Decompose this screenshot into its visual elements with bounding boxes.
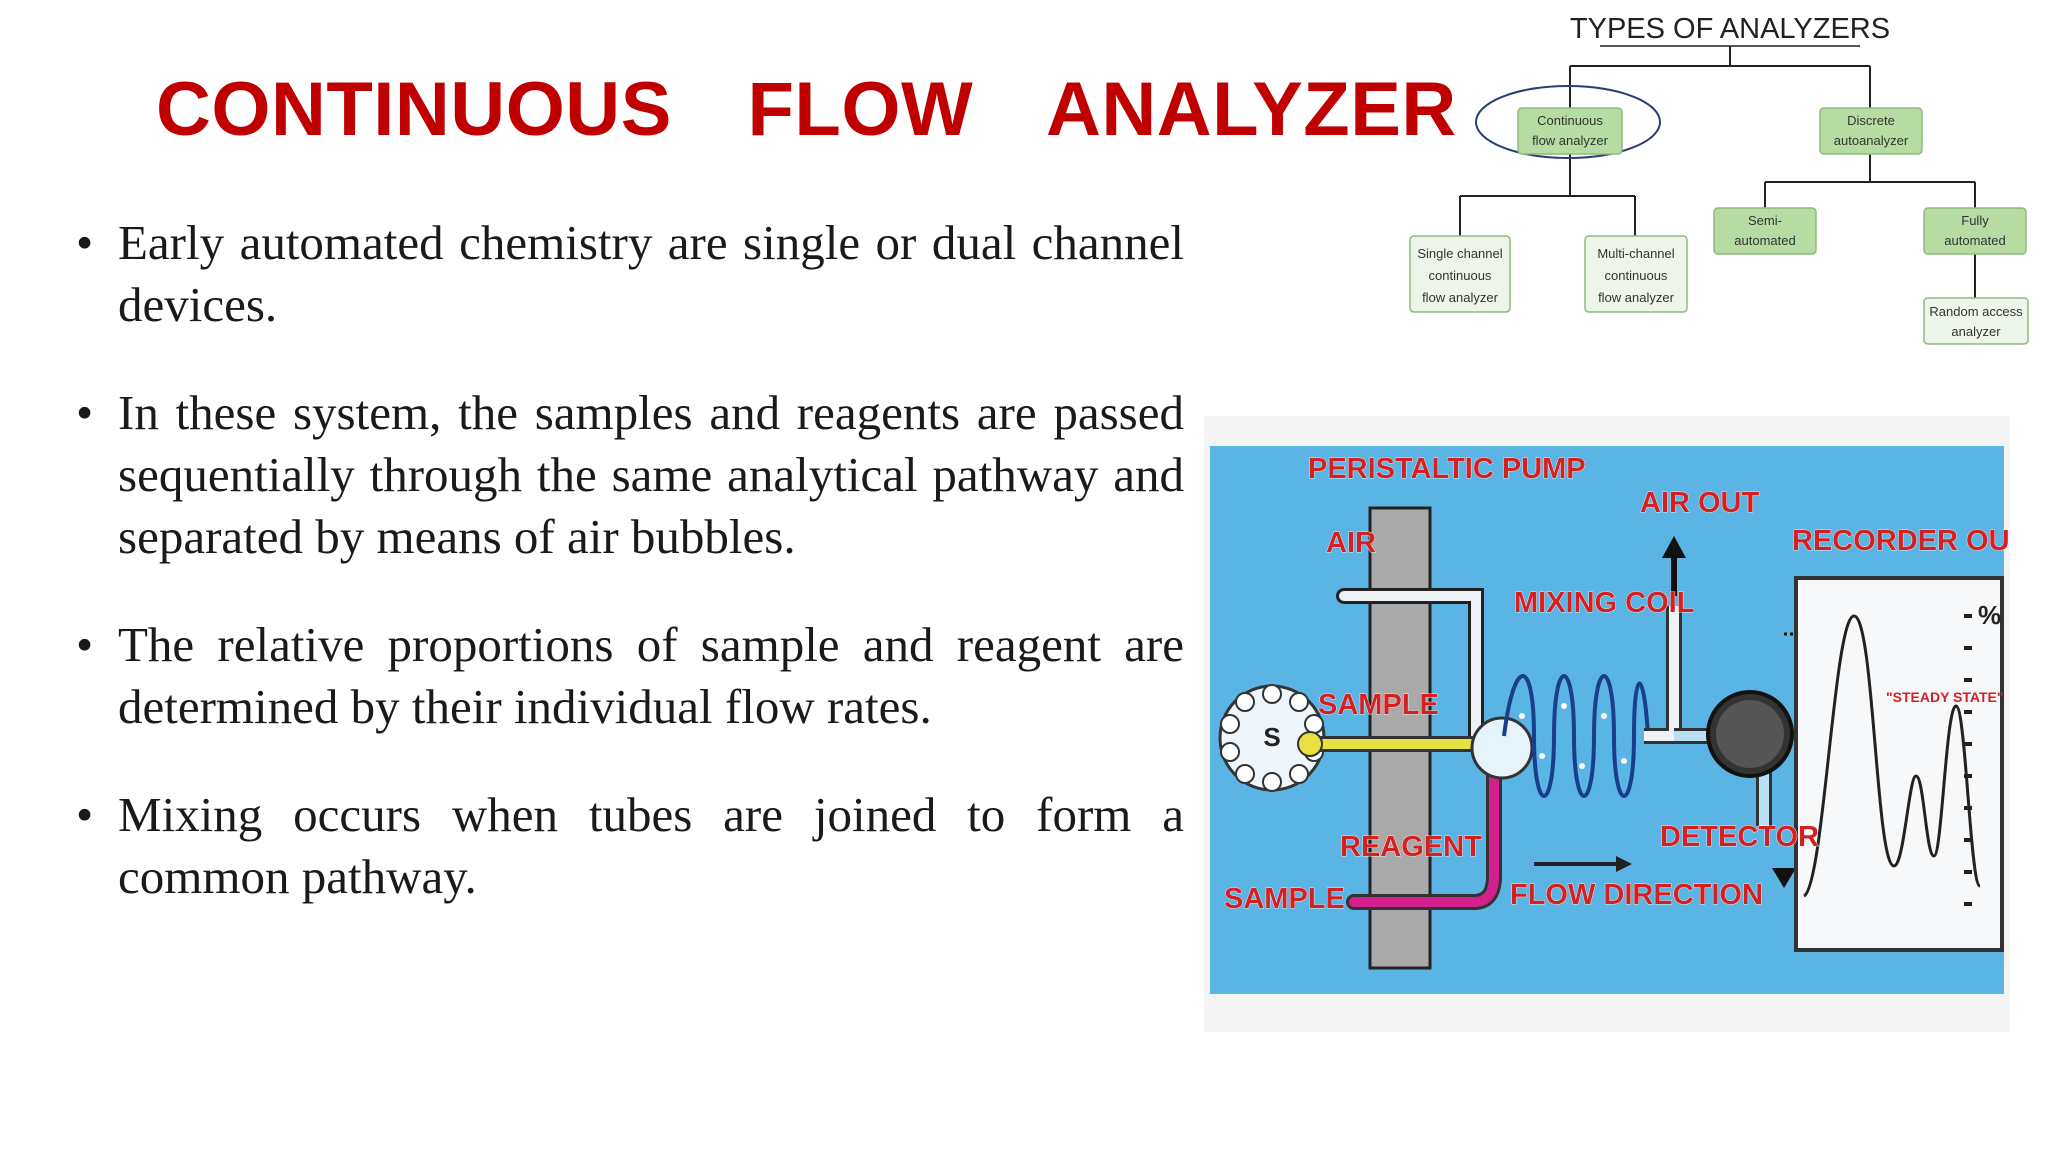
- slide-title: CONTINUOUS FLOW ANALYZER: [156, 67, 1457, 152]
- detector-label: DETECTOR: [1660, 821, 1819, 853]
- svg-text:flow analyzer: flow analyzer: [1422, 290, 1499, 305]
- node-discrete: Discrete autoanalyzer: [1819, 107, 1923, 155]
- sampler-label: SAMPLE: [1224, 883, 1345, 915]
- svg-text:Single channel: Single channel: [1417, 246, 1502, 261]
- svg-text:Random access: Random access: [1929, 304, 2023, 319]
- steady-state-label: "STEADY STATE": [1886, 689, 2004, 705]
- peristaltic-pump-label: PERISTALTIC PUMP: [1308, 453, 1586, 485]
- air-label: AIR: [1326, 527, 1376, 559]
- analyzer-types-diagram: TYPES OF ANALYZERS Continuous flow analy…: [1409, 13, 2029, 345]
- node-random-access: Random access analyzer: [1923, 297, 2029, 345]
- recorder: [1794, 576, 2004, 952]
- node-continuous: Continuous flow analyzer: [1517, 107, 1623, 155]
- highlight-ellipse: [1475, 85, 1661, 159]
- reagent-label: REAGENT: [1340, 831, 1482, 863]
- svg-text:Multi-channel: Multi-channel: [1597, 246, 1674, 261]
- svg-text:continuous: continuous: [1429, 268, 1492, 283]
- bullet-item: The relative proportions of sample and r…: [72, 614, 1184, 738]
- mixing-coil: [1470, 674, 1650, 798]
- tree-title: TYPES OF ANALYZERS: [1570, 13, 1890, 45]
- bullet-item: Early automated chemistry are single or …: [72, 212, 1184, 336]
- node-semi-automated: Semi- automated: [1713, 207, 1817, 255]
- flow-direction-arrow: [1534, 856, 1632, 872]
- bullet-list: Early automated chemistry are single or …: [72, 212, 1184, 954]
- svg-text:Continuous: Continuous: [1537, 113, 1603, 128]
- air-out-arrow: [1662, 536, 1686, 558]
- node-multi-channel: Multi-channel continuous flow analyzer: [1584, 235, 1688, 313]
- svg-text:Fully: Fully: [1961, 213, 1989, 228]
- svg-text:autoanalyzer: autoanalyzer: [1834, 133, 1909, 148]
- svg-text:Discrete: Discrete: [1847, 113, 1895, 128]
- bullet-item: Mixing occurs when tubes are joined to f…: [72, 784, 1184, 908]
- sampler-wheel: S: [1218, 684, 1326, 792]
- air-out-label: AIR OUT: [1640, 487, 1760, 519]
- svg-text:Semi-: Semi-: [1748, 213, 1782, 228]
- mixing-coil-label: MIXING COIL: [1514, 587, 1694, 619]
- svg-text:flow analyzer: flow analyzer: [1598, 290, 1675, 305]
- sample-tube-label: SAMPLE: [1318, 689, 1439, 721]
- node-single-channel: Single channel continuous flow analyzer: [1409, 235, 1511, 313]
- percent-label: %: [1978, 600, 2001, 630]
- flow-direction-label: FLOW DIRECTION: [1510, 879, 1763, 911]
- svg-text:automated: automated: [1944, 233, 2005, 248]
- svg-text:automated: automated: [1734, 233, 1795, 248]
- flow-analyzer-diagram: S: [1204, 416, 2010, 1032]
- svg-text:analyzer: analyzer: [1951, 324, 2001, 339]
- svg-text:continuous: continuous: [1605, 268, 1668, 283]
- svg-text:flow analyzer: flow analyzer: [1532, 133, 1609, 148]
- recorder-output-label: RECORDER OUTPUT: [1792, 525, 2010, 557]
- node-fully-automated: Fully automated: [1923, 207, 2027, 255]
- sampler-center-label: S: [1263, 722, 1280, 752]
- bullet-item: In these system, the samples and reagent…: [72, 382, 1184, 568]
